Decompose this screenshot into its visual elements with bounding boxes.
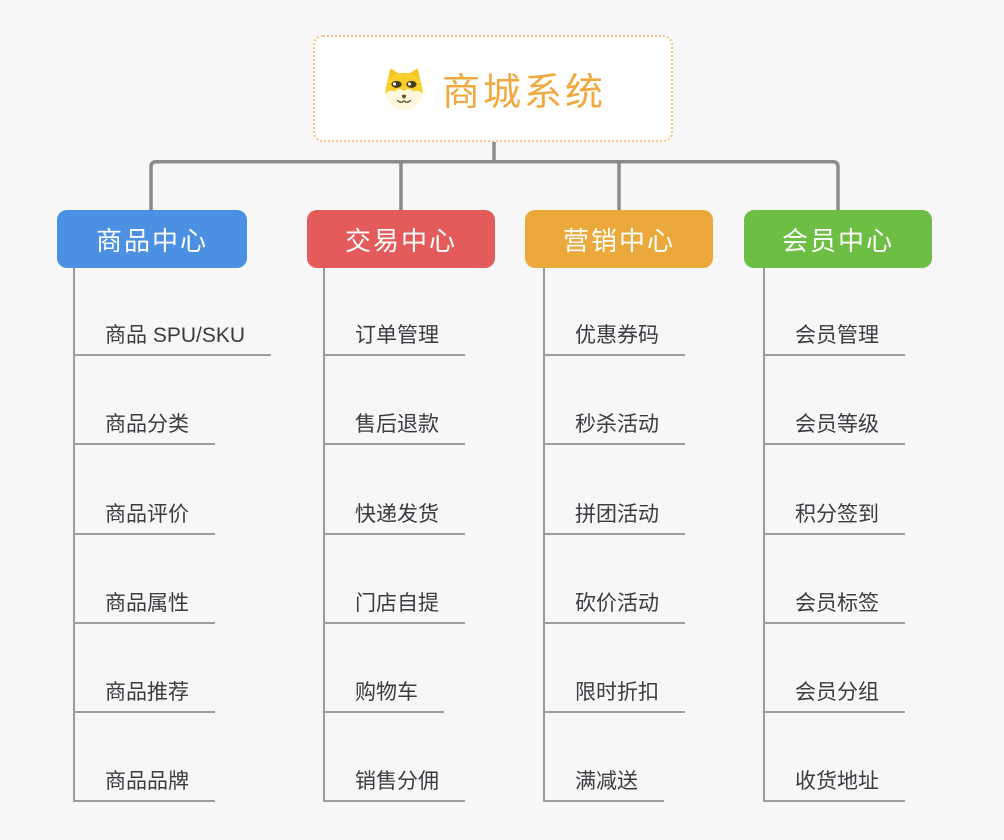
leaf-node[interactable]: 拼团活动 xyxy=(543,497,685,535)
branch-label: 营销中心 xyxy=(562,225,675,256)
branch-label: 会员中心 xyxy=(781,225,894,256)
leaf-node[interactable]: 优惠券码 xyxy=(543,318,685,356)
leaf-node[interactable]: 会员等级 xyxy=(763,407,905,445)
branch-node-product-center[interactable]: 商品中心 xyxy=(57,210,247,268)
branch-label: 交易中心 xyxy=(344,225,457,256)
leaf-node[interactable]: 会员管理 xyxy=(763,318,905,356)
leaf-node[interactable]: 限时折扣 xyxy=(543,675,685,713)
connector-path xyxy=(149,142,840,210)
leaf-node[interactable]: 商品评价 xyxy=(73,497,215,535)
leaf-node[interactable]: 积分签到 xyxy=(763,497,905,535)
leaf-node[interactable]: 满减送 xyxy=(543,764,664,802)
branch-label: 商品中心 xyxy=(95,225,208,256)
leaf-node[interactable]: 商品分类 xyxy=(73,407,215,445)
branch-node-marketing-center[interactable]: 营销中心 xyxy=(525,210,713,268)
leaf-node[interactable]: 收货地址 xyxy=(763,764,905,802)
dog-face-icon xyxy=(385,68,423,111)
leaf-node[interactable]: 商品 SPU/SKU xyxy=(73,318,272,356)
leaf-node[interactable]: 会员分组 xyxy=(763,675,905,713)
leaf-node[interactable]: 门店自提 xyxy=(323,586,465,624)
leaf-node[interactable]: 订单管理 xyxy=(323,318,465,356)
leaf-node[interactable]: 快递发货 xyxy=(323,497,465,535)
leaf-node[interactable]: 商品推荐 xyxy=(73,675,215,713)
branch-child-connector-line xyxy=(763,268,765,802)
branch-child-connector-line xyxy=(73,268,75,802)
leaf-node[interactable]: 砍价活动 xyxy=(543,586,685,624)
leaf-node[interactable]: 购物车 xyxy=(323,675,444,713)
leaf-node[interactable]: 商品属性 xyxy=(73,586,215,624)
root-node-mall-system[interactable]: 商城系统 xyxy=(313,35,673,142)
branch-child-connector-line xyxy=(323,268,325,802)
leaf-node[interactable]: 售后退款 xyxy=(323,407,465,445)
root-node-title: 商城系统 xyxy=(441,72,606,114)
leaf-node[interactable]: 秒杀活动 xyxy=(543,407,685,445)
leaf-node[interactable]: 销售分佣 xyxy=(323,764,465,802)
branch-child-connector-line xyxy=(543,268,545,802)
branch-node-member-center[interactable]: 会员中心 xyxy=(744,210,932,268)
leaf-node[interactable]: 会员标签 xyxy=(763,586,905,624)
leaf-node[interactable]: 商品品牌 xyxy=(73,764,215,802)
branch-node-trade-center[interactable]: 交易中心 xyxy=(307,210,495,268)
